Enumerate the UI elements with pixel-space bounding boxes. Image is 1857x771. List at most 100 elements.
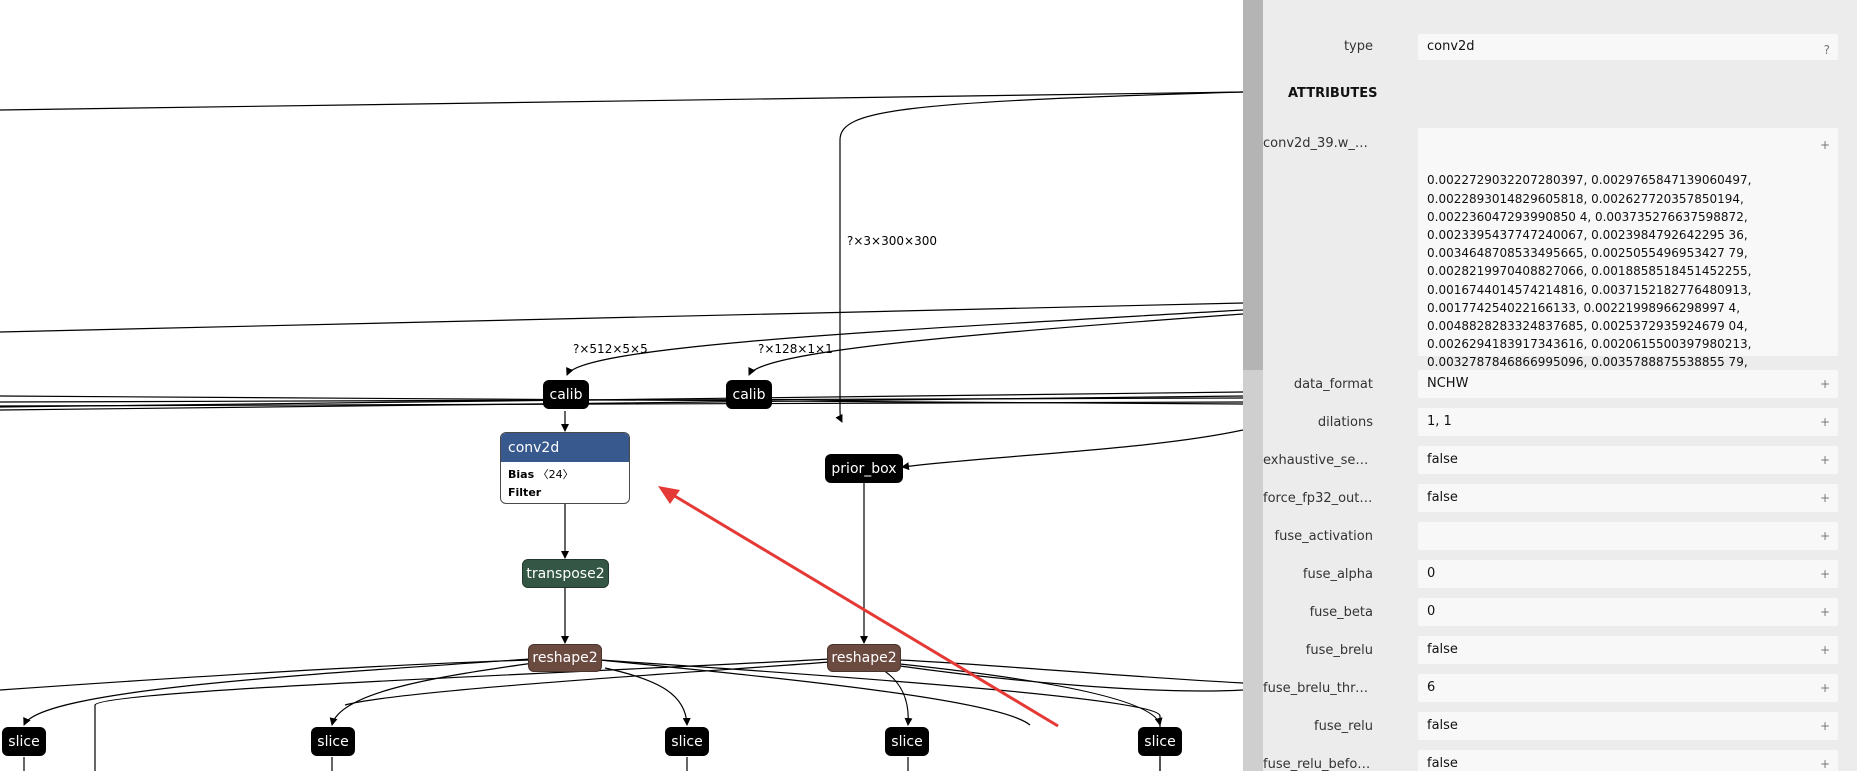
graph-edge xyxy=(899,663,1163,726)
annotation-arrow xyxy=(658,486,1059,728)
prop-label: fuse_relu xyxy=(1314,719,1373,734)
help-button[interactable]: ? xyxy=(1823,43,1830,57)
expand-button[interactable]: + xyxy=(1819,567,1830,581)
expand-button[interactable]: + xyxy=(1819,138,1830,152)
node-transpose2[interactable]: transpose2 xyxy=(522,559,609,588)
prop-value: false xyxy=(1427,756,1458,771)
weight-value-line: 0.0032787846866995096, 0.003578887553885… xyxy=(1427,355,1748,370)
prop-value: 0 xyxy=(1427,566,1436,581)
prop-label: conv2d_39.w_0_q... xyxy=(1263,136,1373,151)
prop-label: fuse_brelu xyxy=(1305,643,1373,658)
edge-label: ?×3×300×300 xyxy=(847,234,937,248)
prop-value-box[interactable]: false + xyxy=(1418,446,1838,474)
graph-edge xyxy=(0,395,1243,405)
graph-edge xyxy=(748,313,1243,376)
panel-scrollbar[interactable] xyxy=(1243,0,1263,771)
weight-value-line: 0.0022729032207280397, 0.002976584713906… xyxy=(1427,173,1752,188)
weight-value-line: 0.0048828283324837685, 0.002537293592467… xyxy=(1427,319,1748,334)
node-conv2d[interactable]: conv2d Bias 〈24〉 Filter 〈24×512×1×1〉 xyxy=(500,432,630,504)
weight-value-line: 0.0023395437747240067, 0.002398479264229… xyxy=(1427,228,1748,243)
prop-label: dilations xyxy=(1317,415,1373,430)
graph-edge xyxy=(0,302,1243,333)
prop-value-box[interactable]: 0+ xyxy=(1418,598,1838,626)
prop-value: 1, 1 xyxy=(1427,414,1452,429)
prop-value-box[interactable]: 1, 1 + xyxy=(1418,408,1838,436)
weight-value-line: 0.0022893014829605818, 0.002627720357850… xyxy=(1427,191,1744,206)
prop-label: force_fp32_output xyxy=(1263,491,1373,506)
node-attr-bias: Bias 〈24〉 xyxy=(508,468,574,481)
expand-button[interactable]: + xyxy=(1819,415,1830,429)
node-reshape2[interactable]: reshape2 xyxy=(528,644,602,672)
prop-label: type xyxy=(1343,39,1373,54)
prop-label: data_format xyxy=(1293,377,1373,392)
node-slice[interactable]: slice xyxy=(311,727,355,756)
prop-label: fuse_brelu_thresh... xyxy=(1263,681,1373,696)
edge-label: ?×512×5×5 xyxy=(573,342,648,356)
prop-value-box[interactable]: false + xyxy=(1418,484,1838,512)
expand-button[interactable]: + xyxy=(1819,453,1830,467)
graph-edge xyxy=(23,658,531,726)
prop-value-box[interactable]: false + xyxy=(1418,750,1838,771)
expand-button[interactable]: + xyxy=(1819,491,1830,505)
node-slice[interactable]: slice xyxy=(1138,727,1182,756)
prop-value-box[interactable]: + xyxy=(1418,522,1838,550)
graph-edge xyxy=(599,659,1031,726)
prop-value-box[interactable]: 0+ xyxy=(1418,560,1838,588)
prop-value: false xyxy=(1427,642,1458,657)
node-slice[interactable]: slice xyxy=(2,727,46,756)
graph-edge xyxy=(835,91,1243,423)
attributes-heading: ATTRIBUTES xyxy=(1288,86,1378,101)
node-slice[interactable]: slice xyxy=(885,727,929,756)
weight-value-line: 0.0016744014574214816, 0.003715218277648… xyxy=(1427,282,1752,297)
expand-button[interactable]: + xyxy=(1819,605,1830,619)
prop-label: exhaustive_search xyxy=(1263,453,1373,468)
node-calib[interactable]: calib xyxy=(543,380,589,409)
graph-edges xyxy=(0,91,1243,771)
expand-button[interactable]: + xyxy=(1819,719,1830,733)
properties-panel: type conv2d ? ATTRIBUTES conv2d_39.w_0_q… xyxy=(1263,0,1857,771)
graph-edge xyxy=(0,659,531,691)
prop-label: fuse_activation xyxy=(1274,529,1373,544)
graph-edge xyxy=(901,429,1243,471)
prop-value-box[interactable]: 6+ xyxy=(1418,674,1838,702)
prop-value-weights: 0.0022729032207280397, 0.002976584713906… xyxy=(1427,171,1838,389)
weight-value-line: 0.0034648708533495665, 0.002505549695342… xyxy=(1427,246,1748,261)
graph-edge xyxy=(899,659,1243,684)
prop-label: fuse_beta xyxy=(1309,605,1373,620)
node-slice[interactable]: slice xyxy=(665,727,709,756)
graph-edge xyxy=(899,665,1243,692)
weight-value-line: 0.0028219970408827066, 0.001885851845145… xyxy=(1427,264,1752,279)
prop-value-box[interactable]: NCHW + xyxy=(1418,370,1838,398)
prop-label: fuse_relu_before_... xyxy=(1263,757,1373,771)
prop-value-box[interactable]: false + xyxy=(1418,712,1838,740)
node-calib[interactable]: calib xyxy=(726,380,772,409)
graph-edge xyxy=(344,661,831,706)
expand-button[interactable]: + xyxy=(1819,529,1830,543)
prop-value: false xyxy=(1427,718,1458,733)
edge-label: ?×128×1×1 xyxy=(758,342,833,356)
graph-edge xyxy=(329,661,541,726)
node-reshape2[interactable]: reshape2 xyxy=(827,644,901,672)
prop-value-box[interactable]: conv2d ? xyxy=(1418,34,1838,60)
graph-edge xyxy=(879,667,913,726)
graph-canvas[interactable]: ?×3×300×300 ?×512×5×5 ?×128×1×1 calib ca… xyxy=(0,0,1243,771)
graph-edge xyxy=(0,91,1243,111)
prop-value-box[interactable]: 0.0022729032207280397, 0.002976584713906… xyxy=(1418,128,1838,388)
expand-button[interactable]: + xyxy=(1819,681,1830,695)
graph-edge xyxy=(566,309,1243,376)
expand-button[interactable]: + xyxy=(1819,757,1830,771)
prop-value: 6 xyxy=(1427,680,1436,695)
weight-value-line: 0.0026294183917343616, 0.002061550039798… xyxy=(1427,337,1752,352)
expand-button[interactable]: + xyxy=(1819,377,1830,391)
prop-value: false xyxy=(1427,490,1458,505)
graph-edge xyxy=(94,658,831,771)
node-prior-box[interactable]: prior_box xyxy=(825,454,903,483)
expand-button[interactable]: + xyxy=(1819,643,1830,657)
prop-value-box[interactable]: false + xyxy=(1418,636,1838,664)
node-conv2d-title: conv2d xyxy=(501,433,629,462)
weight-value-line: 0.002236047293990850 4, 0.00373527663759… xyxy=(1427,209,1748,224)
prop-value: false xyxy=(1427,452,1458,467)
prop-value: NCHW xyxy=(1427,376,1469,391)
scrollbar-thumb[interactable] xyxy=(1243,0,1263,370)
node-attr-filter: Filter 〈24×512×1×1〉 xyxy=(508,486,542,499)
